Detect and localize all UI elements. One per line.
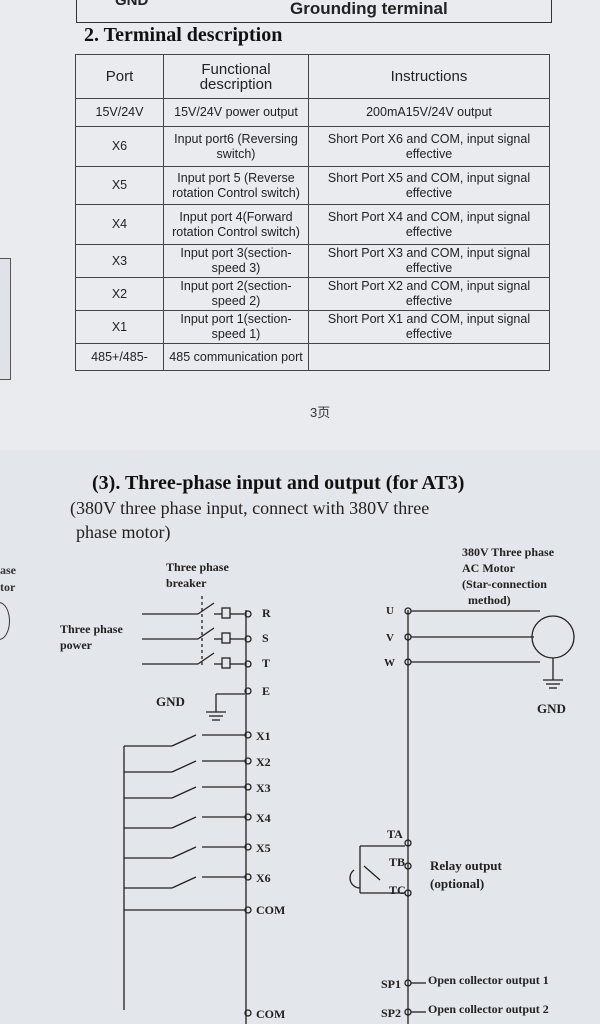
input-X5: X5 bbox=[256, 841, 271, 855]
relay-TB: TB bbox=[389, 855, 405, 869]
wiring-diagram: Three phase breaker Three phase power 38… bbox=[60, 545, 575, 1024]
cell-instr: Short Port X5 and COM, input signal effe… bbox=[308, 166, 550, 205]
cell-func: Input port 1(section-speed 1) bbox=[163, 310, 309, 344]
cell-instr: Short Port X4 and COM, input signal effe… bbox=[308, 204, 550, 245]
cell-port: X3 bbox=[75, 244, 164, 278]
input-X3: X3 bbox=[256, 781, 271, 795]
cell-port: X4 bbox=[75, 204, 164, 245]
table-row: X6 Input port6 (Reversing switch) Short … bbox=[75, 126, 550, 167]
section3-subtitle-2: phase motor) bbox=[76, 522, 171, 542]
cell-func: Input port6 (Reversing switch) bbox=[163, 126, 309, 167]
table-row: X3 Input port 3(section-speed 3) Short P… bbox=[75, 244, 550, 278]
cell-instr: Short Port X3 and COM, input signal effe… bbox=[308, 244, 550, 278]
left-page-edge-box bbox=[0, 258, 11, 380]
cell-func: Input port 4(Forward rotation Control sw… bbox=[163, 204, 309, 245]
cell-port: X1 bbox=[75, 310, 164, 344]
section3-subtitle-1: (380V three phase input, connect with 38… bbox=[70, 498, 430, 518]
table-header-row: Port Functional description Instructions bbox=[75, 54, 550, 99]
relay-TA: TA bbox=[387, 827, 403, 841]
col-port: Port bbox=[75, 54, 164, 99]
terminal-W: W bbox=[384, 657, 395, 669]
table-row: 485+/485- 485 communication port bbox=[75, 343, 550, 371]
motor-label-1: 380V Three phase bbox=[462, 545, 555, 559]
motor-circle bbox=[531, 615, 575, 659]
gnd-right-label: GND bbox=[537, 701, 566, 716]
table-row: X1 Input port 1(section-speed 1) Short P… bbox=[75, 310, 550, 344]
motor-label-2: AC Motor bbox=[462, 561, 516, 575]
cell-instr: 200mA15V/24V output bbox=[308, 98, 550, 127]
header-grounding-terminal: Grounding terminal bbox=[290, 0, 448, 18]
cell-port: X2 bbox=[75, 277, 164, 311]
table-row: X5 Input port 5 (Reverse rotation Contro… bbox=[75, 166, 550, 205]
input-X6: X6 bbox=[256, 871, 271, 885]
terminal-U: U bbox=[386, 605, 394, 617]
bottom-com: COM bbox=[256, 1007, 285, 1021]
page-bottom bbox=[0, 450, 600, 1024]
breaker-label-1: Three phase bbox=[166, 560, 229, 574]
table-row: 15V/24V 15V/24V power output 200mA15V/24… bbox=[75, 98, 550, 127]
cell-port: 485+/485- bbox=[75, 343, 164, 371]
page-number: 3页 bbox=[310, 405, 331, 420]
cell-func: Input port 3(section-speed 3) bbox=[163, 244, 309, 278]
sp1-label: Open collector output 1 bbox=[428, 973, 549, 987]
terminal-S: S bbox=[262, 631, 269, 645]
input-X1: X1 bbox=[256, 729, 271, 743]
sp1-terminal: SP1 bbox=[381, 977, 401, 991]
terminal-E: E bbox=[262, 684, 270, 698]
input-X4: X4 bbox=[256, 811, 271, 825]
terminal-R: R bbox=[262, 606, 271, 620]
sp2-terminal: SP2 bbox=[381, 1006, 401, 1020]
input-X2: X2 bbox=[256, 755, 271, 769]
cell-instr bbox=[308, 343, 550, 371]
relay-label-1: Relay output bbox=[430, 858, 503, 873]
terminal-table: Port Functional description Instructions… bbox=[75, 54, 550, 371]
terminal-T: T bbox=[262, 656, 270, 670]
motor-label-3: (Star-connection bbox=[462, 577, 547, 591]
col-functional: Functional description bbox=[163, 54, 309, 99]
side-text-line2: tor bbox=[0, 580, 16, 594]
table-row: X4 Input port 4(Forward rotation Control… bbox=[75, 204, 550, 245]
sp2-label: Open collector output 2 bbox=[428, 1002, 549, 1016]
power-label-2: power bbox=[60, 638, 93, 652]
cell-port: 15V/24V bbox=[75, 98, 164, 127]
section2-title: 2. Terminal description bbox=[84, 24, 283, 46]
section3-title: (3). Three-phase input and output (for A… bbox=[92, 472, 465, 494]
power-label-1: Three phase bbox=[60, 622, 123, 636]
side-text-line1: ase bbox=[0, 563, 16, 577]
cell-func: 15V/24V power output bbox=[163, 98, 309, 127]
relay-TC: TC bbox=[389, 883, 406, 897]
cell-port: X5 bbox=[75, 166, 164, 205]
table-row: X2 Input port 2(section-speed 2) Short P… bbox=[75, 277, 550, 311]
cell-func: Input port 5 (Reverse rotation Control s… bbox=[163, 166, 309, 205]
cell-port: X6 bbox=[75, 126, 164, 167]
motor-label-4: method) bbox=[468, 593, 511, 607]
header-gnd: GND bbox=[115, 0, 149, 9]
input-COM: COM bbox=[256, 903, 285, 917]
terminal-V: V bbox=[386, 632, 394, 644]
cell-func: Input port 2(section-speed 2) bbox=[163, 277, 309, 311]
header-table-fragment bbox=[76, 0, 552, 23]
cell-instr: Short Port X2 and COM, input signal effe… bbox=[308, 277, 550, 311]
breaker-label-2: breaker bbox=[166, 576, 207, 590]
cell-instr: Short Port X1 and COM, input signal effe… bbox=[308, 310, 550, 344]
cell-instr: Short Port X6 and COM, input signal effe… bbox=[308, 126, 550, 167]
relay-label-2: (optional) bbox=[430, 876, 484, 891]
cell-func: 485 communication port bbox=[163, 343, 309, 371]
col-instructions: Instructions bbox=[308, 54, 550, 99]
gnd-left-label: GND bbox=[156, 694, 185, 709]
